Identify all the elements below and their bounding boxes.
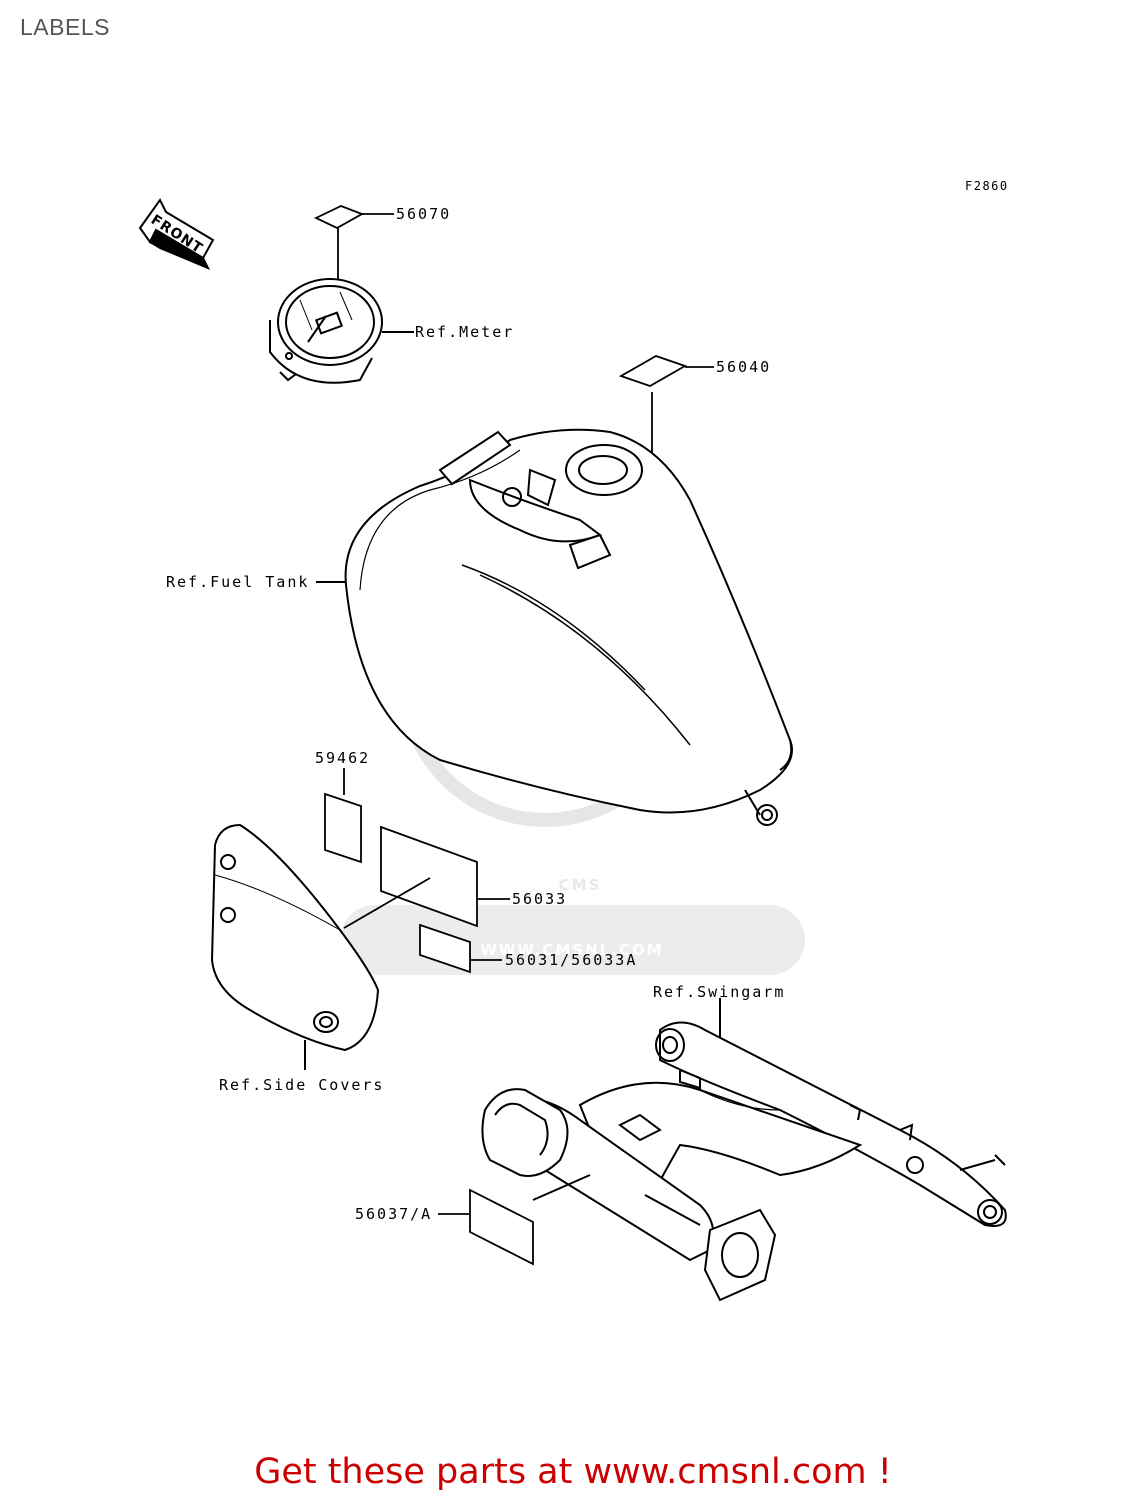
figure-code: F2860 bbox=[965, 179, 1009, 193]
ref-side-covers-label: Ref.Side Covers bbox=[219, 1076, 384, 1094]
label-56033-part bbox=[343, 825, 510, 929]
ref-fuel-tank-label: Ref.Fuel Tank bbox=[166, 573, 309, 591]
part-number-56033: 56033 bbox=[512, 890, 567, 908]
watermark-url: WWW.CMSNL.COM bbox=[480, 941, 663, 959]
page-title: LABELS bbox=[20, 14, 110, 40]
front-arrow-icon bbox=[138, 198, 215, 270]
side-cover bbox=[210, 823, 380, 1070]
part-number-56031-56033a: 56031/56033A bbox=[505, 951, 637, 969]
exploded-parts-diagram: CMS WWW.CMSNL.COM F2860 FRONT 56070 Ref.… bbox=[138, 179, 1009, 1302]
label-59462-part bbox=[324, 768, 362, 864]
part-number-59462: 59462 bbox=[315, 749, 370, 767]
part-number-56070: 56070 bbox=[396, 205, 451, 223]
ref-meter-label: Ref.Meter bbox=[415, 323, 514, 341]
swingarm bbox=[481, 998, 1007, 1302]
label-56031-part bbox=[419, 923, 502, 974]
part-number-56037a: 56037/A bbox=[355, 1205, 432, 1223]
ref-swingarm-label: Ref.Swingarm bbox=[653, 983, 785, 1001]
watermark-logo-text: CMS bbox=[559, 876, 602, 894]
label-56070-part bbox=[313, 205, 394, 322]
part-number-56040: 56040 bbox=[716, 358, 771, 376]
speedometer-meter bbox=[269, 278, 414, 384]
label-56037-part bbox=[438, 1188, 534, 1266]
fuel-tank bbox=[316, 428, 793, 826]
promo-link[interactable]: Get these parts at www.cmsnl.com ! bbox=[254, 1452, 892, 1492]
